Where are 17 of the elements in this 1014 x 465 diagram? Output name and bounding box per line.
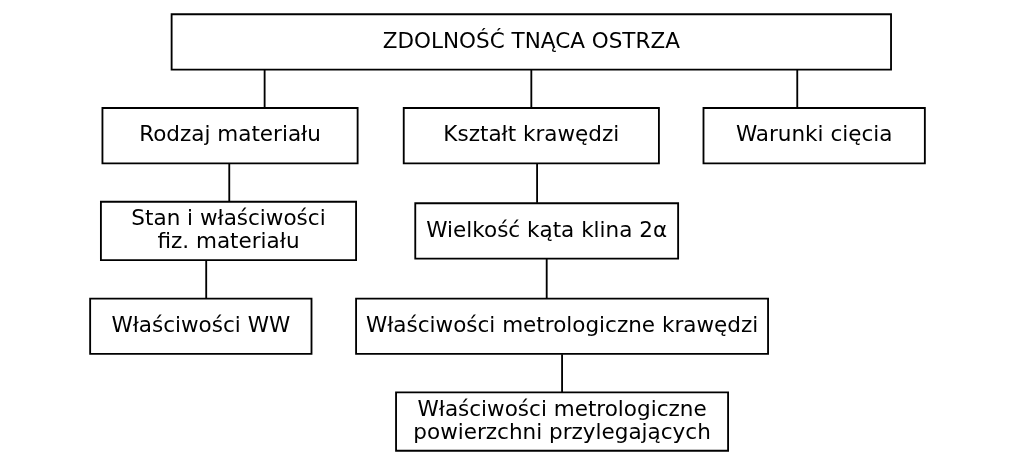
connector: [263, 69, 266, 109]
node-box: Stan i właściwości fiz. materiału: [99, 200, 357, 262]
connector: [535, 162, 538, 204]
node-box: ZDOLNOŚĆ TNĄCA OSTRZA: [170, 13, 892, 71]
connector: [545, 258, 548, 299]
node-box: Właściwości WW: [88, 297, 312, 355]
connector: [560, 353, 563, 393]
node-box: Wielkość kąta klina 2α: [413, 202, 679, 260]
node-box: Rodzaj materiału: [101, 107, 359, 165]
connector: [795, 69, 798, 109]
node-box: Warunki cięcia: [702, 107, 926, 165]
connector: [227, 162, 230, 203]
node-box: Właściwości metrologiczne powierzchni przylegających: [394, 391, 729, 452]
connector: [529, 69, 532, 109]
node-box: Kształt krawędzi: [402, 107, 660, 165]
connector: [204, 259, 207, 300]
node-box: Właściwości metrologiczne krawędzi: [354, 297, 769, 355]
